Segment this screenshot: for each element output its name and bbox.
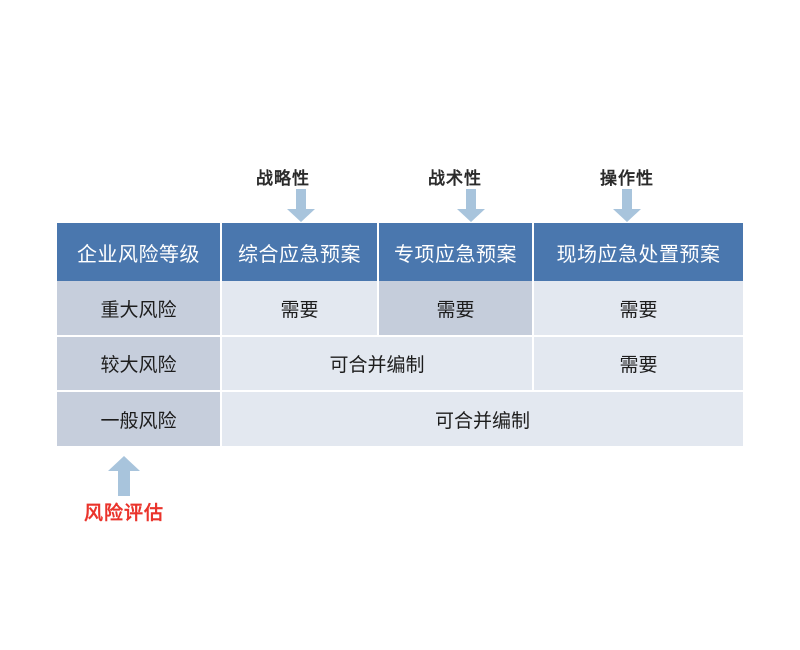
cell-relatively-major-onsite: 需要 xyxy=(533,336,743,392)
top-annotation-label-operational: 操作性 xyxy=(600,169,654,189)
top-annotation-label-strategic: 战略性 xyxy=(256,169,310,189)
arrow-down-icon xyxy=(612,189,642,223)
cell-major-onsite: 需要 xyxy=(533,281,743,337)
cell-general-merged: 可合并编制 xyxy=(221,391,743,446)
column-header-comprehensive: 综合应急预案 xyxy=(221,223,379,281)
bottom-annotation-label-risk-assessment: 风险评估 xyxy=(83,502,165,524)
cell-major-comprehensive: 需要 xyxy=(221,281,379,337)
cell-major-special: 需要 xyxy=(378,281,534,337)
column-header-special: 专项应急预案 xyxy=(378,223,534,281)
column-header-risk-level: 企业风险等级 xyxy=(57,223,222,281)
top-annotation-label-tactical: 战术性 xyxy=(428,169,482,189)
table-row: 一般风险 可合并编制 xyxy=(57,391,743,446)
arrow-down-icon xyxy=(286,189,316,223)
cell-relatively-major-merged: 可合并编制 xyxy=(221,336,534,392)
column-header-onsite: 现场应急处置预案 xyxy=(533,223,743,281)
row-label-major-risk: 重大风险 xyxy=(57,281,222,337)
table-row: 重大风险 需要 需要 需要 xyxy=(57,281,743,337)
arrow-up-icon xyxy=(107,455,141,497)
table-header-row: 企业风险等级 综合应急预案 专项应急预案 现场应急处置预案 xyxy=(57,223,743,281)
risk-emergency-plan-matrix: 企业风险等级 综合应急预案 专项应急预案 现场应急处置预案 重大风险 需要 需要… xyxy=(57,223,743,446)
table-row: 较大风险 可合并编制 需要 xyxy=(57,336,743,392)
arrow-down-icon xyxy=(456,189,486,223)
row-label-general-risk: 一般风险 xyxy=(57,391,222,446)
row-label-relatively-major-risk: 较大风险 xyxy=(57,336,222,392)
